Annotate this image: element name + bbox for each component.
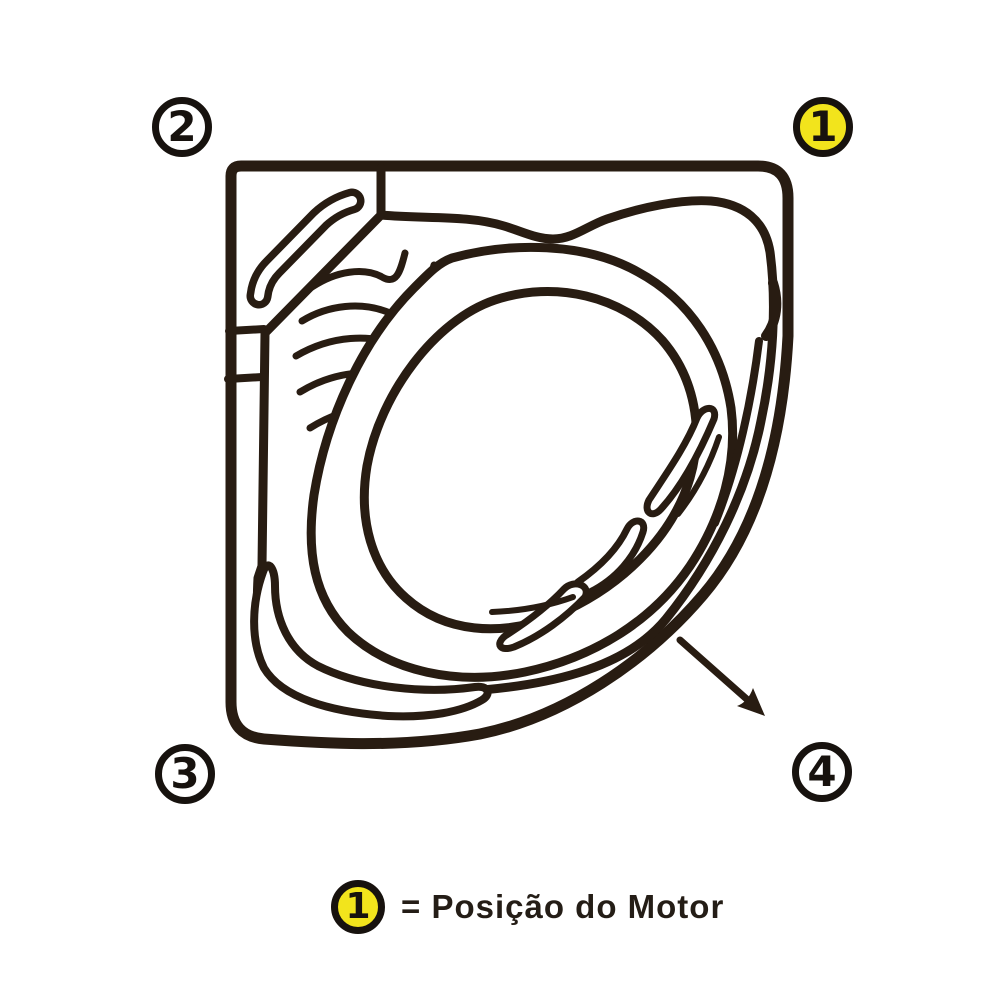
position-marker-3-label: 3 bbox=[170, 749, 200, 798]
rim-band-line bbox=[711, 337, 763, 527]
pillow bbox=[250, 561, 492, 721]
jet-right bbox=[643, 404, 719, 518]
rim-junction-arc bbox=[761, 278, 782, 341]
legend: 1 = Posição do Motor bbox=[331, 880, 724, 934]
arrow-head-icon bbox=[737, 688, 765, 716]
position-marker-2: 2 bbox=[152, 97, 212, 157]
position-marker-2-label: 2 bbox=[167, 102, 197, 151]
position-marker-4-label: 4 bbox=[807, 747, 837, 796]
legend-text: = Posição do Motor bbox=[401, 888, 725, 925]
jet-bottom-connector bbox=[489, 594, 576, 615]
left-rim-tick-top bbox=[225, 325, 268, 335]
position-marker-1-label: 1 bbox=[808, 102, 838, 151]
legend-badge-label: 1 bbox=[345, 886, 371, 927]
legend-badge: 1 bbox=[331, 880, 385, 934]
position-marker-4: 4 bbox=[792, 742, 852, 802]
position-marker-1: 1 bbox=[793, 97, 853, 157]
motor-direction-arrow bbox=[676, 636, 765, 716]
arrow-shaft bbox=[676, 636, 754, 706]
headrest-handle-inner bbox=[254, 196, 357, 301]
left-rim-tick-bottom bbox=[224, 373, 266, 383]
position-marker-3: 3 bbox=[155, 744, 215, 804]
jet-right-arc bbox=[675, 434, 722, 517]
